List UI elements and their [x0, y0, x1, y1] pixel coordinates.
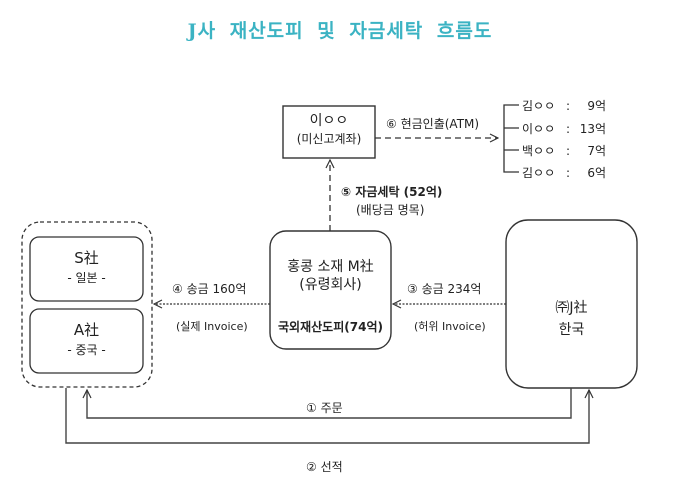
s-company-sub: - 일본 -	[67, 271, 106, 285]
withdrawal-item: 김ㅇㅇ: 6억	[522, 164, 606, 181]
withdrawal-sep: :	[566, 166, 571, 180]
withdrawal-item: 이ㅇㅇ:13억	[522, 120, 606, 137]
withdrawal-name: 백ㅇㅇ	[522, 144, 556, 158]
flow-step4-sub: (실제 Invoice)	[176, 320, 248, 333]
s-company-name: S社	[74, 249, 99, 267]
a-company-node: A社 - 중국 -	[30, 320, 143, 360]
m-company-name: 홍콩 소재 M社	[287, 259, 374, 275]
diagram-title: J사 재산도피 및 자금세탁 흐름도	[187, 20, 493, 42]
withdrawal-name: 김ㅇㅇ	[522, 166, 556, 180]
flow-step1-label: ① 주문	[306, 401, 343, 415]
s-company-node: S社 - 일본 -	[30, 248, 143, 288]
flow-step4-label: ④ 송금 160억	[172, 282, 247, 296]
lee-account-node: 이ㅇㅇ (미신고계좌)	[283, 112, 375, 148]
withdrawal-sep: :	[566, 144, 571, 158]
flow-step2-arrow	[65, 388, 589, 444]
lee-account-name: 이ㅇㅇ	[309, 113, 349, 129]
withdrawal-item: 김ㅇㅇ: 9억	[522, 97, 606, 114]
lee-account-box	[282, 105, 376, 159]
flow-step3-label: ③ 송금 234억	[407, 282, 482, 296]
a-company-name: A社	[73, 321, 100, 339]
a-company-sub: - 중국 -	[67, 343, 106, 357]
m-company-sub: (유령회사)	[299, 277, 362, 293]
withdrawal-bracket	[503, 104, 519, 173]
flow-step5-sub: (배당금 명목)	[356, 203, 425, 217]
withdrawal-amount: 6억	[587, 166, 607, 180]
lee-account-sub: (미신고계좌)	[296, 132, 362, 146]
withdrawal-amount: 7억	[587, 144, 607, 158]
j-company-node: ㈜J社 한국	[506, 297, 637, 341]
overseas-buyers-group	[21, 221, 153, 388]
flow-step1-arrow	[87, 388, 572, 419]
a-company-box	[29, 308, 144, 374]
withdrawal-item: 백ㅇㅇ: 7억	[522, 142, 606, 159]
withdrawal-amount: 9억	[587, 99, 607, 113]
m-company-node: 홍콩 소재 M社 (유령회사)	[270, 258, 391, 294]
withdrawal-sep: :	[566, 122, 571, 136]
flow-step6-label: ⑥ 현금인출(ATM)	[386, 117, 480, 131]
flow-step5-label: ⑤ 자금세탁 (52억)	[341, 185, 443, 199]
withdrawal-name: 김ㅇㅇ	[522, 99, 556, 113]
withdrawal-name: 이ㅇㅇ	[522, 122, 556, 136]
flow-step2-label: ② 선적	[306, 460, 343, 474]
s-company-box	[29, 236, 144, 302]
m-company-note: 국외재산도피(74억)	[278, 320, 383, 334]
withdrawal-sep: :	[566, 99, 571, 113]
withdrawal-amount: 13억	[579, 122, 607, 136]
flow-step3-sub: (허위 Invoice)	[414, 320, 486, 333]
j-company-name: ㈜J社	[555, 300, 588, 316]
j-company-sub: 한국	[558, 322, 585, 338]
